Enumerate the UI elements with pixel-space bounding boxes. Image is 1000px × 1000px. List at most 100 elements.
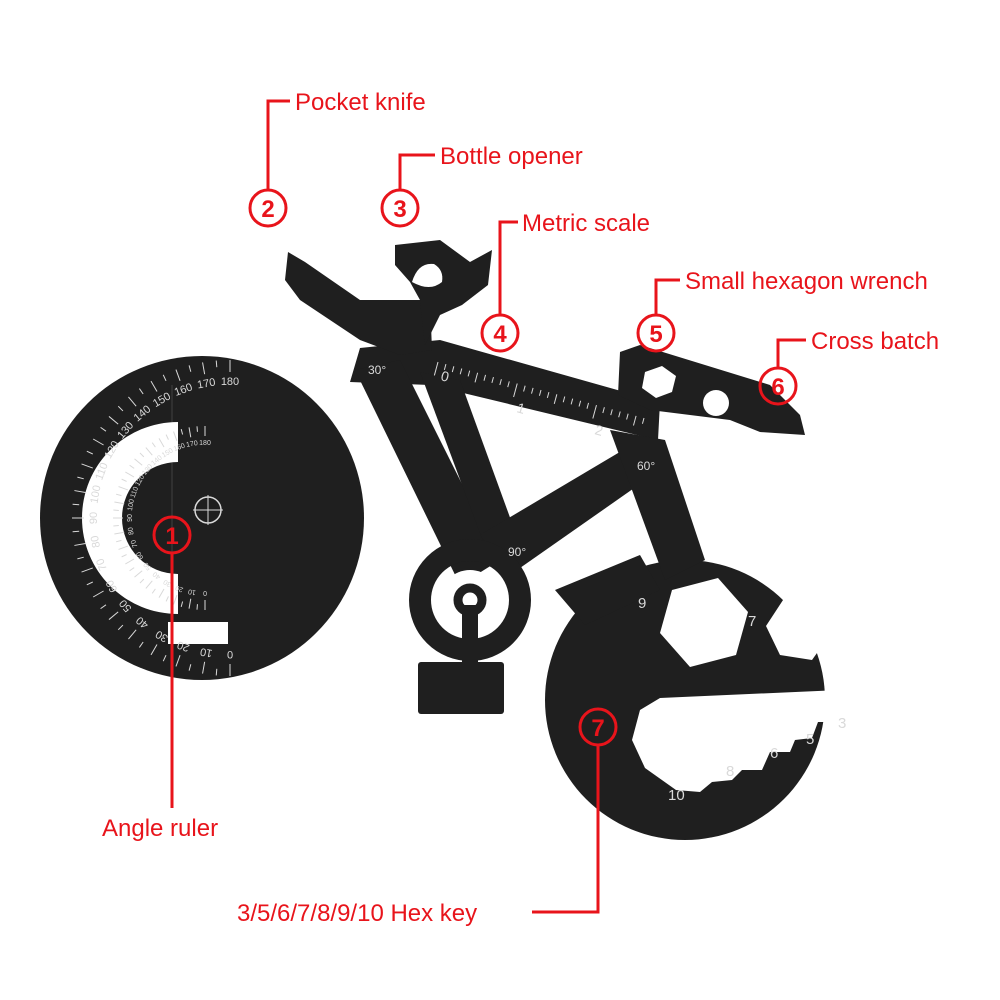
callout-pocket-knife: Pocket knife 2 [248, 89, 426, 228]
callout-marker-5 [636, 313, 676, 353]
protractor-outer-tick [202, 661, 206, 674]
protractor-outer-tick [162, 374, 167, 381]
protractor-inner-label: 10 [187, 587, 196, 595]
ruler-tick [499, 379, 502, 386]
wrench-size-9: 9 [638, 595, 646, 612]
protractor-gap [168, 622, 228, 644]
protractor-inner-tick [129, 464, 135, 469]
protractor-outer-tick [128, 629, 137, 640]
protractor-inner-label: 0 [203, 589, 207, 596]
hex-key-size-5: 5 [806, 731, 814, 748]
protractor-outer-tick [117, 624, 124, 631]
protractor-inner-label: 80 [127, 526, 135, 535]
ruler-tick [626, 413, 629, 420]
protractor-outer-tick [162, 655, 167, 662]
protractor-inner-tick [173, 431, 178, 442]
ruler-tick [578, 400, 582, 407]
bottle-opener-slot [412, 263, 443, 287]
protractor-outer-label: 170 [196, 376, 216, 391]
protractor-inner-label: 90 [127, 514, 134, 522]
ruler-label-0: 0 [439, 367, 451, 385]
protractor-outer-label: 30 [154, 628, 171, 645]
angle-label-30: 30° [368, 363, 386, 377]
protractor-outer-label: 90 [88, 512, 100, 524]
angle-label-90: 90° [508, 545, 526, 559]
callout-number-5: 5 [649, 321, 662, 348]
protractor-inner-tick [165, 434, 169, 440]
ruler-tick [451, 366, 455, 373]
callout-marker-6 [758, 366, 798, 406]
ruler-tick [483, 374, 487, 381]
protractor-inner-tick [173, 594, 178, 605]
protractor-outer-tick [77, 476, 84, 480]
protractor-inner-tick [116, 539, 122, 543]
protractor-outer-tick [72, 530, 80, 533]
callout-angle-ruler: 1 Angle ruler [102, 515, 218, 842]
ruler-tick [433, 361, 439, 376]
protractor-inner-tick [158, 438, 165, 448]
metric-ruler-ticks [433, 361, 645, 426]
protractor-inner-tick [134, 458, 143, 466]
hex-key-size-3: 3 [838, 715, 846, 732]
protractor-outer-tick [100, 604, 107, 610]
callout-number-3: 3 [393, 196, 406, 223]
protractor-outer-tick [72, 503, 80, 506]
protractor-outer-tick [215, 668, 218, 676]
protractor-inner-tick [139, 452, 145, 458]
ruler-tick [592, 404, 597, 419]
protractor-inner-tick [121, 478, 127, 482]
callout-label-metric-scale: Metric scale [522, 210, 650, 237]
protractor-outer-label: 20 [176, 638, 192, 653]
protractor-outer-label: 100 [88, 484, 103, 504]
pedal-arm [462, 605, 478, 665]
ruler-label-1: 1 [515, 399, 527, 417]
protractor-inner-tick [145, 580, 153, 589]
protractor-inner-tick [158, 588, 165, 598]
protractor-outer-tick [175, 369, 181, 381]
protractor-inner-label: 70 [130, 539, 139, 549]
protractor-inner-tick [180, 429, 184, 435]
round-hole [703, 390, 729, 416]
wrench-hex-7 [766, 597, 832, 660]
pocket-knife-blade [285, 252, 432, 355]
callout-label-hex-key: 3/5/6/7/8/9/10 Hex key [237, 900, 477, 927]
protractor-outer-tick [150, 380, 158, 392]
ruler-tick [632, 415, 637, 426]
protractor-inner-tick [118, 545, 129, 550]
chain-stay [555, 555, 660, 625]
protractor-outer-tick [86, 581, 93, 586]
protractor-window [82, 422, 178, 614]
protractor-inner-tick [125, 558, 135, 565]
protractor-inner-tick [188, 598, 192, 609]
protractor-outer-tick [81, 567, 93, 573]
metric-ruler-labels: 0 1 2 [439, 367, 605, 439]
protractor-inner-tick [188, 427, 192, 438]
ruler-tick [538, 389, 542, 396]
ruler-tick [467, 370, 471, 377]
wrench-size-7: 7 [748, 613, 756, 630]
protractor-outer-tick [138, 641, 144, 648]
protractor-outer-tick [150, 644, 158, 656]
protractor-outer-tick [188, 664, 192, 671]
ruler-tick [602, 407, 605, 414]
protractor-outer-label: 110 [93, 461, 110, 482]
callout-marker-4 [480, 313, 520, 353]
ruler-tick [443, 364, 447, 371]
protractor-inner-label: 50 [143, 561, 153, 572]
protractor-inner-tick [139, 578, 145, 584]
ruler-tick [553, 394, 558, 405]
callout-number-4: 4 [493, 321, 507, 348]
protractor-outer-tick [202, 362, 206, 375]
ruler-tick [507, 381, 510, 388]
seat-tube [420, 372, 520, 560]
bottle-opener [395, 240, 492, 345]
callout-small-hexagon-wrench: Small hexagon wrench 5 [636, 268, 928, 353]
protractor-outer-tick [108, 416, 119, 425]
callout-marker-3 [380, 188, 420, 228]
protractor-outer-tick [81, 463, 93, 469]
handlebar-head [618, 345, 805, 435]
ruler-tick [459, 368, 463, 375]
callout-bottle-opener: Bottle opener 3 [380, 143, 583, 228]
pedal [418, 662, 504, 714]
